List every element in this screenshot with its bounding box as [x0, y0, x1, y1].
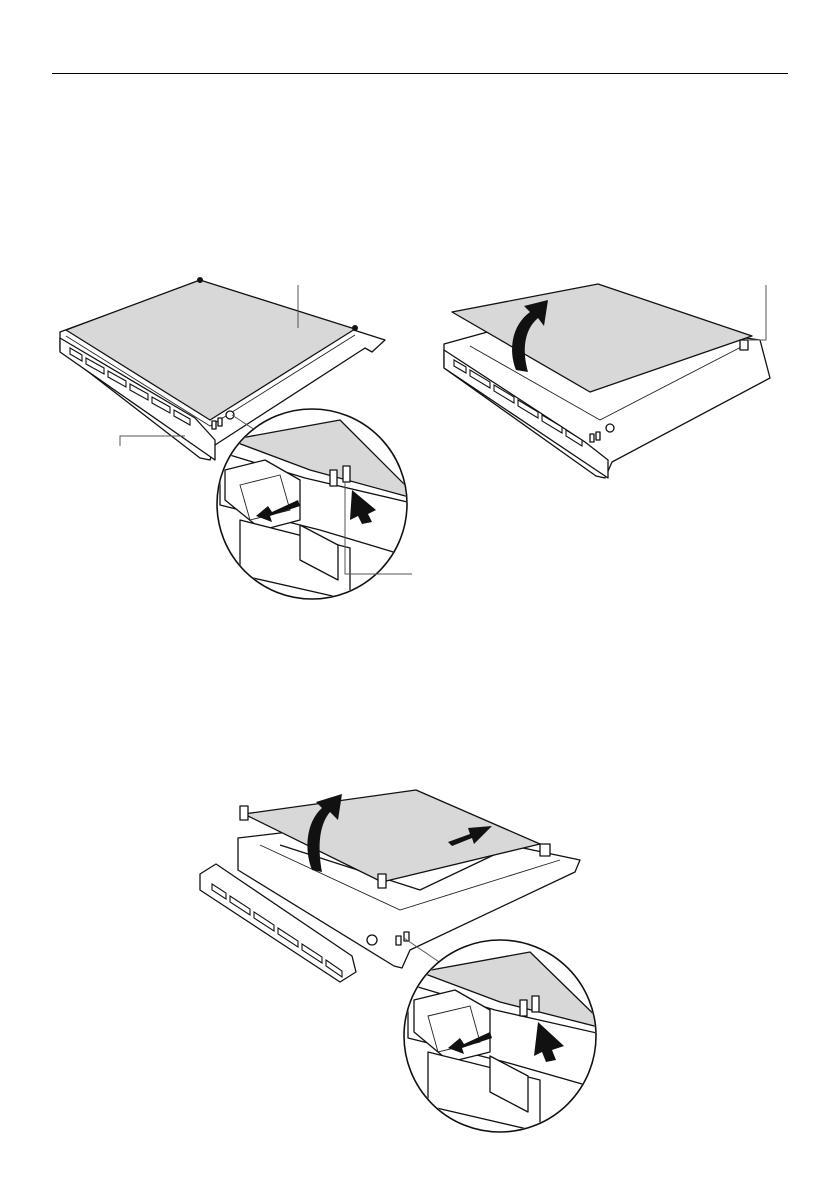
detail-zoom-circle	[404, 940, 610, 1132]
door-illustration-step2	[444, 284, 770, 478]
clip-icon	[218, 418, 222, 426]
screw-icon	[606, 424, 614, 432]
corner-clip	[240, 806, 248, 820]
illustration-bottom	[0, 760, 840, 1192]
corner-clip	[378, 874, 386, 888]
callout-line	[748, 285, 766, 340]
detail-zoom-circle	[217, 409, 420, 600]
screw-icon	[367, 935, 377, 945]
illustration-top	[0, 0, 840, 620]
clip-icon	[590, 434, 594, 442]
corner-clip	[352, 325, 358, 331]
corner-clip	[197, 277, 203, 283]
corner-clip	[740, 340, 748, 350]
glass-panel	[66, 280, 355, 420]
corner-clip	[540, 844, 550, 856]
clip-icon	[212, 421, 216, 429]
clip-icon	[396, 936, 401, 945]
clip-icon	[596, 432, 600, 440]
